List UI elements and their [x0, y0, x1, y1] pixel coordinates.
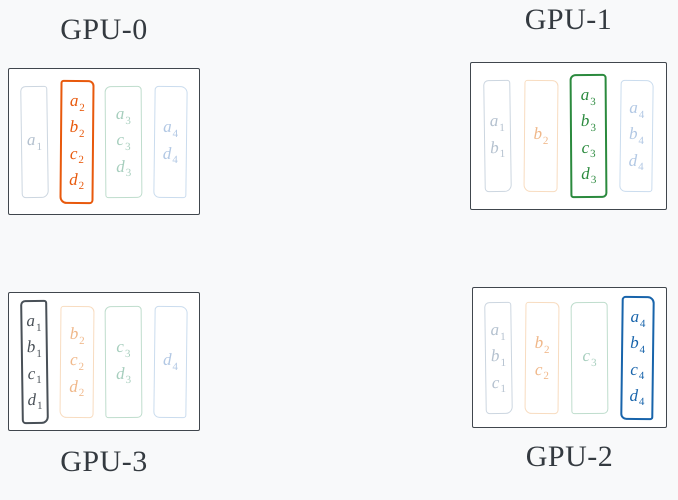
gpu-1-shard-column-3: a3 b3 c3 d3: [569, 73, 608, 199]
gpu-2-shard-column-3: c3: [570, 301, 609, 414]
shard-label: b2: [69, 323, 85, 347]
shard-label: b1: [26, 336, 42, 360]
shard-label: d2: [68, 375, 84, 399]
shard-label: b1: [489, 137, 506, 160]
shard-label: b2: [69, 116, 85, 140]
shard-label: a1: [26, 310, 42, 334]
shard-label: c3: [581, 137, 597, 160]
shard-label: d2: [68, 168, 84, 192]
gpu-1-shard-column-2: b2: [523, 79, 559, 193]
shard-label: a1: [490, 319, 507, 343]
shard-label: a4: [629, 306, 646, 330]
shard-label: c3: [116, 129, 131, 153]
shard-label: a4: [163, 116, 179, 140]
shard-label: d4: [628, 384, 645, 408]
gpu-1-shard-column-4: a4 b4 d4: [619, 79, 654, 193]
shard-label: c3: [116, 336, 131, 360]
shard-label: c3: [582, 345, 597, 369]
shard-label: b4: [629, 332, 645, 356]
shard-label: a3: [581, 85, 597, 108]
shard-label: b3: [581, 111, 597, 134]
shard-label: d4: [162, 142, 179, 166]
shard-label: d4: [163, 349, 179, 373]
gpu-3-shard-column-4: d4: [153, 305, 188, 418]
shard-label: a4: [629, 98, 645, 121]
shard-label: c2: [69, 142, 84, 166]
shard-label: c1: [492, 372, 507, 395]
shard-label: d3: [116, 156, 132, 179]
shard-label: d3: [116, 362, 132, 386]
shard-label: d3: [581, 163, 597, 186]
shard-label: a2: [69, 90, 85, 114]
shard-label: c2: [534, 358, 549, 382]
shard-label: d1: [27, 389, 43, 412]
shard-label: b2: [533, 124, 549, 147]
shard-label: c4: [629, 358, 644, 382]
gpu-1-title: GPU-1: [524, 3, 613, 36]
shard-label: a3: [116, 103, 132, 127]
shard-label: b1: [491, 345, 507, 369]
gpu-3-title: GPU-3: [60, 445, 148, 478]
shard-label: a1: [26, 129, 42, 153]
gpu-0-title: GPU-0: [60, 13, 148, 46]
shard-label: b2: [534, 332, 550, 356]
shard-label: b4: [629, 124, 645, 147]
shard-label: d4: [628, 150, 644, 173]
shard-label: c2: [69, 349, 84, 373]
shard-label: c1: [27, 362, 42, 386]
gpu-2-title: GPU-2: [525, 440, 614, 473]
gpu-0-shard-column-1: a1: [20, 85, 49, 198]
shard-label: a1: [489, 111, 505, 134]
